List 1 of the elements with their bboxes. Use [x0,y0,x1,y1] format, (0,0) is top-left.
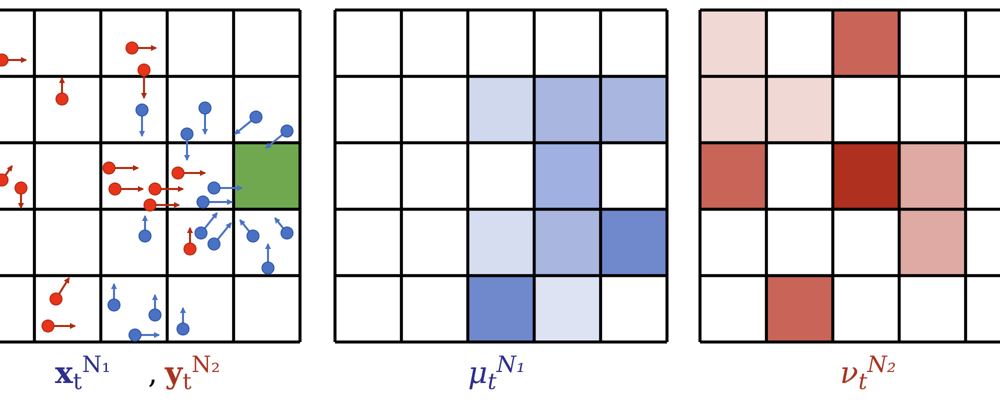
math-label: , [148,355,158,393]
